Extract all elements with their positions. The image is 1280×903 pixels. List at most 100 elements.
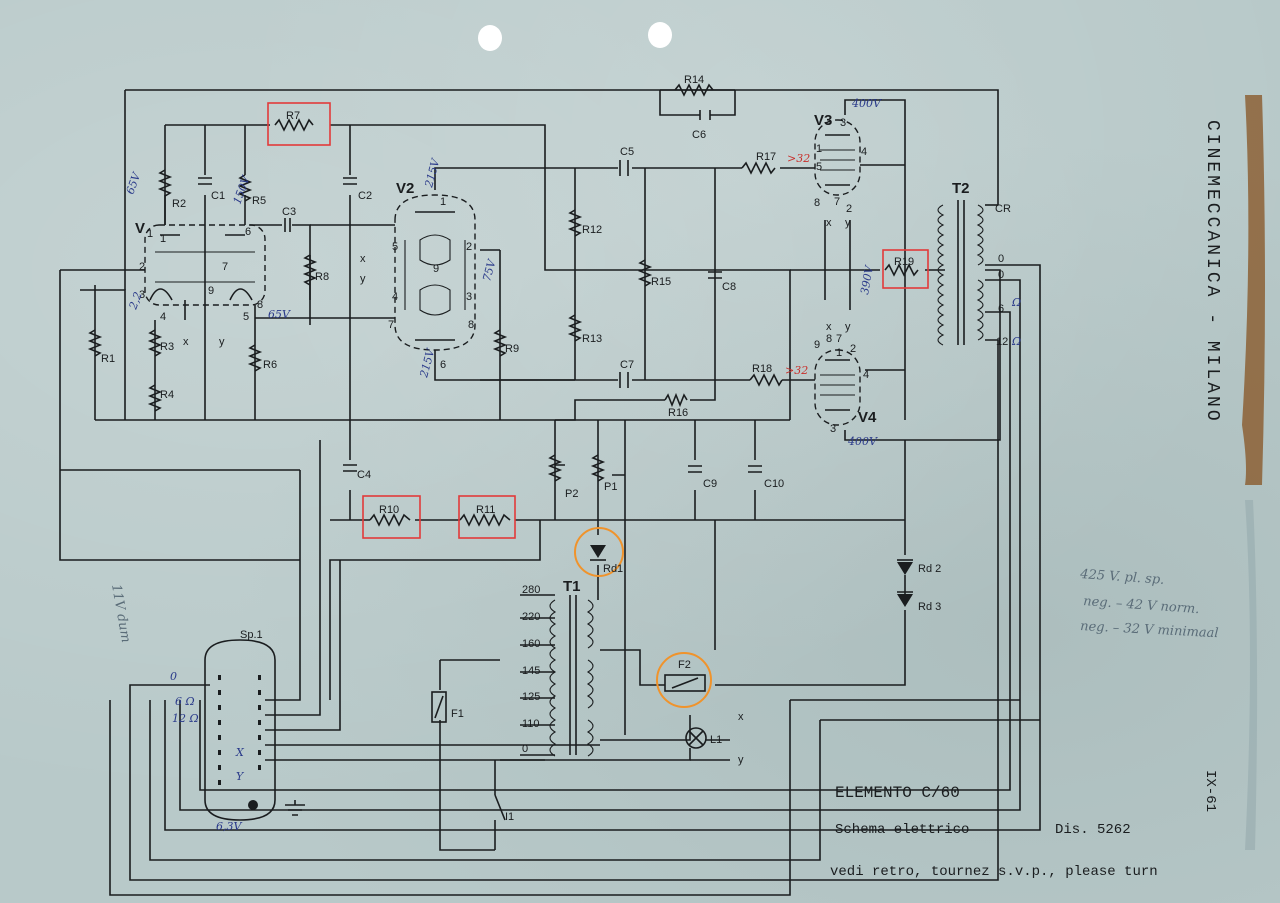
svg-text:280: 280: [522, 584, 540, 596]
label-cr: CR: [995, 203, 1011, 215]
label-c5: C5: [620, 146, 634, 158]
label-i1: I1: [505, 811, 514, 823]
svg-text:y: y: [360, 273, 366, 285]
label-r2: R2: [172, 198, 186, 210]
label-c1: C1: [211, 190, 225, 202]
svg-text:4: 4: [392, 291, 398, 303]
svg-text:7: 7: [222, 261, 228, 273]
pencil-note-line3: neg. – 32 V minimaal: [1080, 619, 1219, 641]
tube-v2: [394, 194, 476, 351]
highlight-r7: [267, 102, 331, 146]
lamp-l1: [685, 727, 707, 749]
svg-text:6: 6: [440, 359, 446, 371]
label-c9: C9: [703, 478, 717, 490]
label-v2: V2: [396, 180, 414, 197]
capacitor-c7: [619, 372, 629, 388]
svg-text:1: 1: [816, 143, 822, 155]
svg-text:Ω: Ω: [1011, 335, 1021, 348]
fuse-f2: [664, 674, 706, 692]
highlight-rd1: [574, 527, 624, 577]
component-labels: R7 R14 C6 R2 C1 R5 C2 C3 V 1 V2 R8 R1 R3…: [101, 74, 1011, 823]
t1-tap-labels: 280 220 160 145 125 110 0: [522, 584, 540, 755]
label-f2: F2: [678, 659, 691, 671]
label-sp1: Sp.1: [240, 629, 263, 641]
company-name: CINEMECCANICA - MILANO: [1202, 120, 1222, 424]
svg-text:160: 160: [522, 638, 540, 650]
connector-pins: [218, 675, 261, 810]
resistor-r6: [247, 344, 263, 372]
svg-text:4: 4: [160, 311, 166, 323]
svg-text:145: 145: [522, 665, 540, 677]
svg-text:0: 0: [998, 269, 1004, 281]
capacitor-c8: [708, 271, 722, 279]
highlight-r11: [458, 495, 516, 539]
pencil-note-line2: neg. – 42 V norm.: [1083, 594, 1200, 617]
svg-text:7: 7: [388, 319, 394, 331]
diode-rd3: [897, 594, 913, 607]
svg-text:125: 125: [522, 691, 540, 703]
svg-text:12: 12: [996, 336, 1008, 348]
speaker-connector-sp1: [204, 639, 276, 821]
sheet-code: IX-61: [1202, 770, 1218, 812]
svg-text:0: 0: [170, 670, 177, 683]
label-r11: R11: [476, 504, 495, 516]
label-r18: R18: [752, 363, 772, 375]
label-r5: R5: [252, 195, 266, 207]
handwritten-voltages: 65V 150V 2,2 65V 215V 75V 215V 400V 390V…: [124, 97, 1022, 833]
resistor-r9: [492, 329, 508, 357]
resistor-r13: [567, 314, 583, 342]
resistor-r17: [741, 161, 776, 175]
svg-text:6: 6: [998, 303, 1004, 315]
svg-text:y: y: [845, 321, 851, 333]
resistor-r18: [749, 373, 783, 387]
svg-text:7: 7: [836, 333, 842, 345]
diode-rd2: [897, 562, 913, 575]
label-rd3: Rd 3: [918, 601, 941, 613]
label-c4: C4: [357, 469, 371, 481]
svg-text:3: 3: [830, 423, 836, 435]
resistor-r4: [147, 384, 163, 412]
svg-text:x: x: [826, 217, 832, 229]
capacitor-c4: [343, 464, 357, 472]
label-rd2: Rd 2: [918, 563, 941, 575]
svg-text:12 Ω: 12 Ω: [172, 712, 199, 725]
svg-text:1: 1: [836, 347, 842, 359]
label-r9: R9: [505, 343, 519, 355]
capacitor-c10: [748, 465, 762, 473]
label-l1: L1: [710, 734, 722, 746]
wiring: [59, 89, 1041, 896]
label-v1: V: [135, 220, 145, 237]
label-v4: V4: [858, 409, 877, 426]
resistor-r16: [664, 392, 688, 408]
svg-text:400V: 400V: [851, 97, 882, 110]
tube-v3: [814, 119, 861, 196]
label-r8: R8: [315, 271, 329, 283]
svg-text:8: 8: [257, 299, 263, 311]
svg-text:7: 7: [834, 196, 840, 208]
svg-text:y: y: [738, 754, 744, 766]
svg-text:220: 220: [522, 611, 540, 623]
label-r15: R15: [651, 276, 671, 288]
svg-text:0: 0: [998, 253, 1004, 265]
svg-text:2: 2: [846, 203, 852, 215]
svg-text:6: 6: [245, 226, 251, 238]
punch-hole: [648, 22, 672, 48]
svg-text:y: y: [845, 217, 851, 229]
label-c7: C7: [620, 359, 634, 371]
element-title: ELEMENTO C/60: [835, 784, 960, 802]
edge-stain: [1242, 95, 1265, 485]
pencil-note-margin: 11V dum: [108, 583, 133, 644]
title-block: ELEMENTO C/60 Schema elettrico Dis. 5262…: [830, 784, 1158, 880]
svg-text:x: x: [360, 253, 366, 265]
label-r12: R12: [582, 224, 602, 236]
svg-text:1: 1: [160, 233, 166, 245]
label-c8: C8: [722, 281, 736, 293]
turn-note: vedi retro, tournez s.v.p., please turn: [830, 864, 1158, 880]
svg-text:x: x: [183, 336, 189, 348]
svg-text:2: 2: [850, 343, 856, 355]
svg-text:Y: Y: [236, 770, 245, 783]
capacitor-c1: [198, 177, 212, 185]
resistor-r19: [884, 263, 919, 277]
label-r19: R19: [894, 256, 914, 268]
